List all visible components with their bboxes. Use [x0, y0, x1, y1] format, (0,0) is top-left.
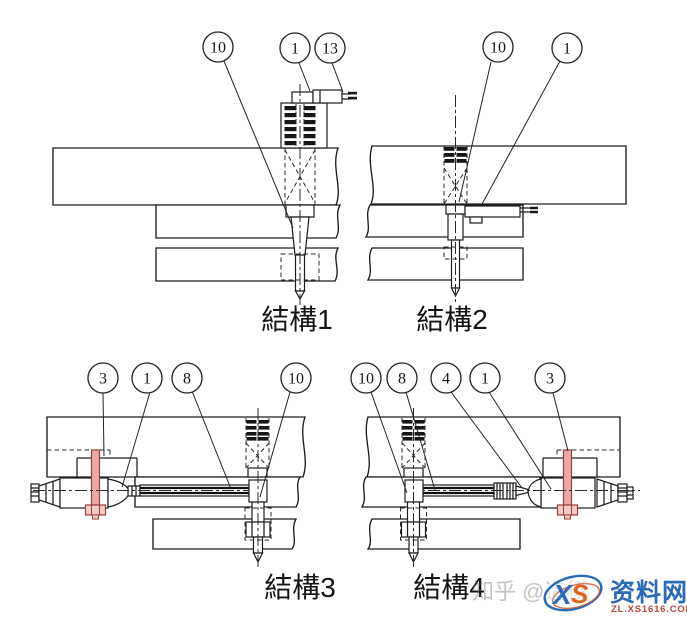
logo-ellipse-accent [551, 582, 601, 610]
callout-number: 1 [291, 41, 299, 58]
callout-balloon: 3 [87, 362, 119, 394]
callout-number: 8 [183, 371, 191, 388]
callout-balloon: 10 [280, 362, 312, 394]
logo-ellipse-bg [544, 577, 602, 609]
logo-monogram-s: S [571, 579, 589, 609]
callout-number: 4 [442, 371, 450, 388]
spring-section [443, 146, 468, 205]
structure-4-label: 結構4 [413, 572, 485, 603]
callout-number: 10 [210, 40, 226, 57]
ejector-pin [244, 408, 272, 568]
callout-balloon: 1 [131, 362, 163, 394]
callout-balloon: 8 [386, 362, 418, 394]
callout-balloon: 8 [171, 362, 203, 394]
callout-balloon: 10 [202, 31, 234, 63]
site-name-text: 资料网 [610, 579, 687, 607]
logo-ellipse-icon [543, 574, 603, 612]
site-url-text: ZL.XS1616.COM [611, 604, 687, 615]
callout-number: 10 [288, 371, 304, 388]
callout-number: 3 [546, 371, 554, 388]
callout-number: 1 [563, 41, 571, 58]
site-watermark-logo: X S 资料网 ZL.XS1616.COM [543, 574, 687, 615]
callout-number: 1 [481, 371, 489, 388]
callout-number: 1 [143, 371, 151, 388]
callout-number: 13 [322, 41, 338, 58]
structure-2-label: 結構2 [416, 304, 488, 335]
callout-number: 8 [398, 371, 406, 388]
callouts-structure-3: 3 1 8 10 [87, 362, 312, 498]
callout-balloon: 10 [350, 362, 382, 394]
ejector-pin [280, 84, 320, 305]
callout-balloon: 3 [534, 362, 566, 394]
ejector-pin [443, 95, 468, 303]
callout-balloon: 10 [482, 31, 514, 63]
callout-balloon: 13 [314, 32, 346, 64]
ejector-pin [400, 408, 427, 568]
red-bolt [84, 449, 107, 520]
callouts-structure-4: 10 8 4 1 3 [350, 362, 569, 494]
callout-number: 3 [99, 371, 107, 388]
structure-3-label: 結構3 [264, 572, 336, 603]
horizontal-rod [33, 484, 263, 497]
structure-1-label: 結構1 [261, 304, 333, 335]
structure-3-drawing: 3 1 8 10 [30, 362, 312, 568]
callout-balloon: 4 [430, 362, 462, 394]
sensor-mount-block [280, 89, 357, 149]
callouts-structure-1: 10 1 13 [202, 31, 346, 229]
logo-monogram-x: X [551, 579, 574, 610]
callout-balloon: 1 [551, 32, 583, 64]
callout-number: 10 [490, 40, 506, 57]
structure-4-drawing: 10 8 4 1 3 [350, 362, 640, 568]
callout-balloon: 1 [469, 362, 501, 394]
spring-section [284, 104, 316, 146]
structure-2-drawing: 10 1 [364, 31, 627, 303]
callout-number: 10 [358, 371, 374, 388]
callouts-structure-2: 10 1 [458, 31, 583, 207]
callout-balloon: 1 [279, 32, 311, 64]
structure-1-drawing: 10 1 13 [52, 31, 357, 305]
side-sensor-connector [527, 477, 634, 509]
